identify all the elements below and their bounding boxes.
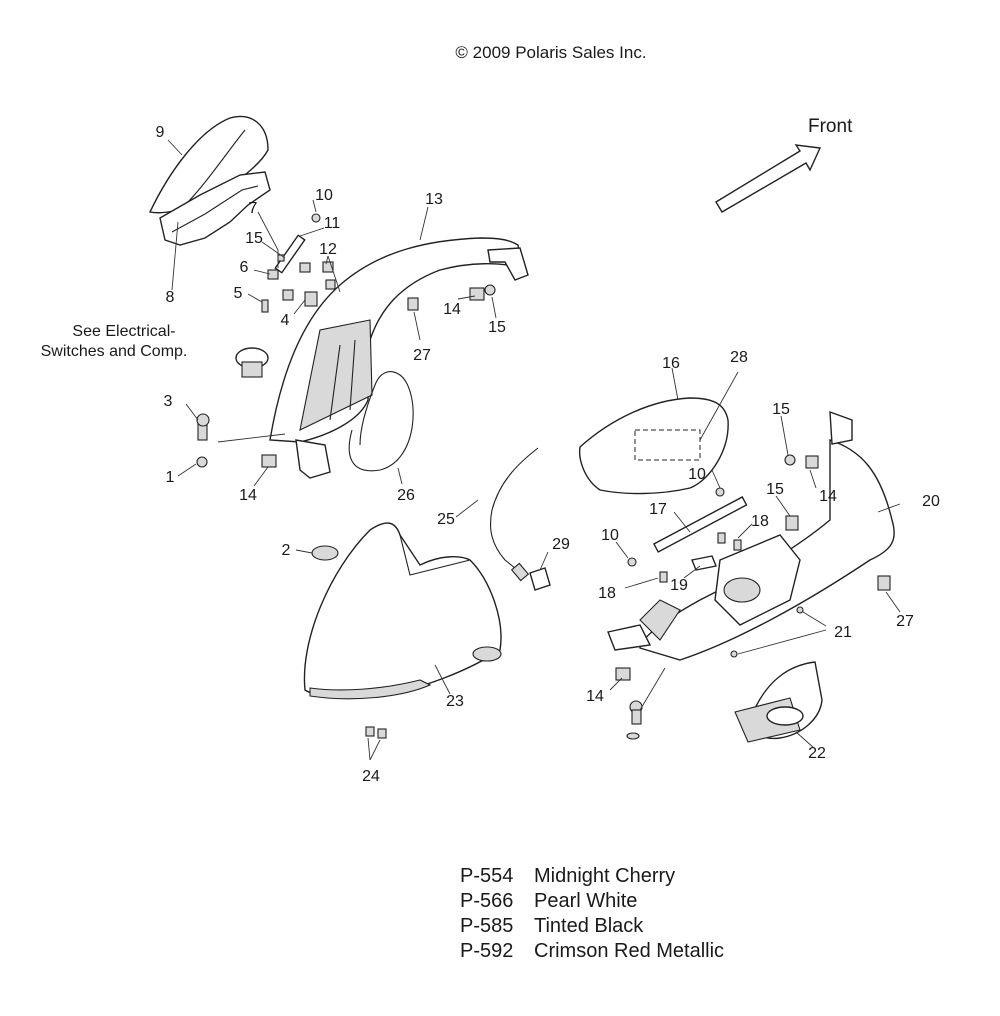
legend-code-1: P-554 — [460, 865, 513, 887]
callout-28: 28 — [730, 349, 748, 366]
part-17-hinge — [627, 487, 748, 583]
front-direction-arrow — [715, 144, 822, 213]
copyright-text: © 2009 Polaris Sales Inc. — [455, 43, 646, 62]
legend-code-3: P-585 — [460, 915, 513, 937]
legend-color-3: Tinted Black — [534, 915, 644, 937]
callout-12: 12 — [319, 241, 337, 258]
callout-20: 20 — [922, 493, 940, 510]
paint-legend: P-554 Midnight Cherry P-566 Pearl White … — [460, 865, 724, 962]
callout-2: 2 — [282, 542, 291, 559]
legend-color-2: Pearl White — [534, 890, 637, 912]
callout-24: 24 — [362, 768, 380, 785]
callout-14d: 14 — [586, 688, 604, 705]
callout-14c: 14 — [819, 488, 837, 505]
callout-29: 29 — [552, 536, 570, 553]
callout-13: 13 — [425, 191, 443, 208]
electrical-switch — [235, 347, 269, 378]
callout-27b: 27 — [896, 613, 914, 630]
part-28-label-outline — [634, 429, 701, 461]
callout-22: 22 — [808, 745, 826, 762]
part-26-cable — [348, 371, 414, 472]
callout-23: 23 — [446, 693, 464, 710]
legend-color-4: Crimson Red Metallic — [534, 940, 724, 962]
callout-11: 11 — [324, 215, 341, 232]
callout-18: 18 — [751, 513, 769, 530]
callout-8: 8 — [166, 289, 175, 306]
callout-6: 6 — [240, 259, 249, 276]
callout-15: 15 — [245, 230, 263, 247]
callout-18b: 18 — [598, 585, 616, 602]
callout-1: 1 — [166, 469, 175, 486]
part-2-grommet — [311, 545, 339, 561]
callout-21: 21 — [834, 624, 852, 641]
legend-color-1: Midnight Cherry — [534, 865, 675, 887]
part-8-gasket — [159, 171, 271, 246]
electrical-note-line2: Switches and Comp. — [41, 343, 188, 360]
callout-9: 9 — [156, 124, 165, 141]
callout-numbers: 9 8 7 15 10 11 12 6 5 4 13 14 15 27 3 1 … — [156, 124, 940, 785]
legend-code-4: P-592 — [460, 940, 513, 962]
part-23-lower-hood — [303, 522, 502, 700]
part-25-cable — [489, 447, 539, 573]
part-16-lid — [578, 397, 729, 495]
part-20-console — [607, 410, 895, 661]
callout-7: 7 — [249, 200, 258, 217]
clips-upper — [196, 284, 496, 468]
electrical-note-line1: See Electrical- — [72, 323, 175, 340]
front-label: Front — [808, 116, 853, 137]
callout-25: 25 — [437, 511, 455, 528]
callout-3: 3 — [164, 393, 173, 410]
callout-10b: 10 — [688, 466, 706, 483]
callout-14b: 14 — [239, 487, 257, 504]
callout-19: 19 — [670, 577, 688, 594]
callout-15c: 15 — [772, 401, 790, 418]
callout-10: 10 — [315, 187, 333, 204]
callout-27: 27 — [413, 347, 431, 364]
part-13-upper-shroud — [269, 237, 529, 479]
callout-10c: 10 — [601, 527, 619, 544]
callout-14: 14 — [443, 301, 461, 318]
callout-26: 26 — [397, 487, 415, 504]
part-22-bin — [734, 661, 823, 743]
part-24-fasteners — [365, 726, 387, 739]
hardware-cluster — [261, 213, 336, 313]
callout-15d: 15 — [766, 481, 784, 498]
leader-lines — [167, 139, 901, 761]
legend-code-2: P-566 — [460, 890, 513, 912]
part-29-clip — [529, 567, 551, 591]
callout-15b: 15 — [488, 319, 506, 336]
callout-17: 17 — [649, 501, 667, 518]
hardware-lower-right — [615, 667, 643, 740]
callout-4: 4 — [281, 312, 290, 329]
callout-16: 16 — [662, 355, 680, 372]
callout-5: 5 — [234, 285, 243, 302]
